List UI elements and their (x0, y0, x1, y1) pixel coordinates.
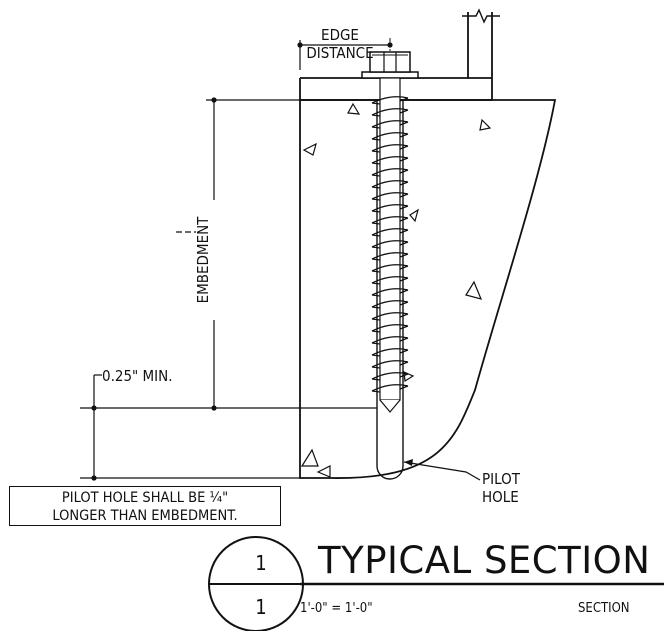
thread-crest (371, 252, 409, 261)
drawing-scale: 1'-0" = 1'-0" (300, 601, 373, 616)
embed-dot-top (211, 97, 217, 103)
thread-crest (371, 360, 409, 369)
edge-label-line1: EDGE (321, 26, 359, 44)
thread-crest (371, 180, 409, 189)
thread-crest (371, 120, 409, 129)
pilot-leader (403, 461, 481, 481)
note-line2: LONGER THAN EMBEDMENT. (52, 508, 238, 524)
min-dot-top (91, 405, 97, 411)
screw-tip (379, 399, 401, 413)
thread-crest (371, 348, 409, 357)
thread-crest (371, 192, 409, 201)
pilot-label-line1: PILOT (482, 470, 520, 488)
screw-head-washer (361, 71, 419, 79)
embedment-label: EMBEDMENT (194, 216, 212, 304)
drawing-title: TYPICAL SECTION (318, 539, 651, 582)
note-line1: PILOT HOLE SHALL BE ¼" (61, 490, 229, 506)
embed-dot-bottom (211, 405, 217, 411)
pilot-label-line2: HOLE (482, 488, 519, 506)
min-dot-bottom (91, 475, 97, 481)
view-type: SECTION (578, 601, 630, 616)
thread-crest (371, 384, 409, 393)
edge-label-line2: DISTANCE (306, 44, 374, 62)
thread-crest (371, 240, 409, 249)
min-depth-label: 0.25" MIN. (102, 367, 173, 385)
aggregate-marks (300, 102, 492, 478)
thread-crest (371, 312, 409, 321)
screw-shank (379, 77, 401, 401)
edge-dim-dot-left (297, 42, 303, 48)
thread-crest (371, 264, 409, 273)
break-line (462, 8, 500, 24)
sheet-number: 1 (255, 595, 267, 619)
thread-crest (371, 156, 409, 165)
thread-crest (371, 300, 409, 309)
edge-distance-label: EDGE DISTANCE (285, 26, 395, 62)
thread-crest (371, 288, 409, 297)
thread-crest (371, 108, 409, 117)
concrete-section (299, 99, 557, 479)
thread-crest (371, 228, 409, 237)
note-box: PILOT HOLE SHALL BE ¼" LONGER THAN EMBED… (9, 486, 281, 526)
screw-hex-head (369, 51, 411, 73)
pilot-hole (376, 100, 404, 480)
pilot-arrowhead (404, 459, 413, 466)
screw-threads (371, 96, 409, 393)
thread-crest (371, 168, 409, 177)
thread-crest (371, 324, 409, 333)
thread-crest (371, 96, 409, 105)
thread-crest (371, 216, 409, 225)
pilot-hole-label: PILOT HOLE (482, 470, 520, 506)
embed-label-gap (205, 200, 223, 320)
thread-crest (371, 132, 409, 141)
thread-crest (371, 144, 409, 153)
detail-number: 1 (255, 551, 267, 575)
thread-crest (371, 204, 409, 213)
thread-crest (371, 336, 409, 345)
thread-crest (371, 276, 409, 285)
